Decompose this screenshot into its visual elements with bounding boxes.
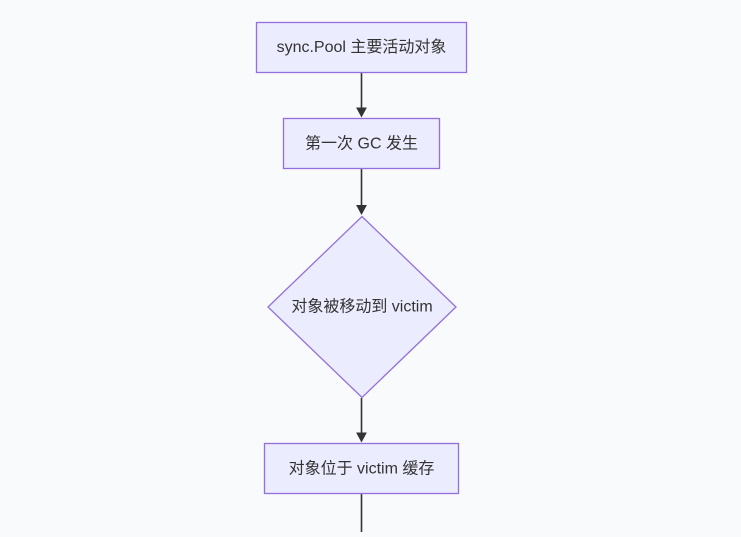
arrowhead-down-icon: [356, 107, 367, 118]
node-first-gc-label: 第一次 GC 发生: [305, 135, 418, 153]
arrowhead-down-icon: [356, 432, 367, 443]
node-pool-active: sync.Pool 主要活动对象: [255, 21, 468, 74]
arrowhead-down-icon: [356, 205, 367, 215]
node-pool-active-box: [255, 21, 468, 74]
node-first-gc-box: [282, 117, 441, 170]
node-victim-cache: 对象位于 victim 缓存: [263, 442, 460, 495]
node-pool-active-label: sync.Pool 主要活动对象: [277, 38, 447, 56]
node-victim-cache-label: 对象位于 victim 缓存: [289, 460, 435, 478]
node-victim-cache-box: [263, 442, 460, 495]
node-first-gc: 第一次 GC 发生: [282, 117, 441, 170]
edge-moved-victim-to-victim-cache: [356, 398, 367, 443]
edge-pool-active-to-first-gc: [356, 73, 367, 118]
node-moved-victim: 对象被移动到 victim: [267, 215, 457, 399]
edge-first-gc-to-moved-victim: [356, 169, 367, 215]
node-moved-victim-diamond: [267, 215, 457, 399]
node-moved-victim-label: 对象被移动到 victim: [291, 298, 432, 316]
